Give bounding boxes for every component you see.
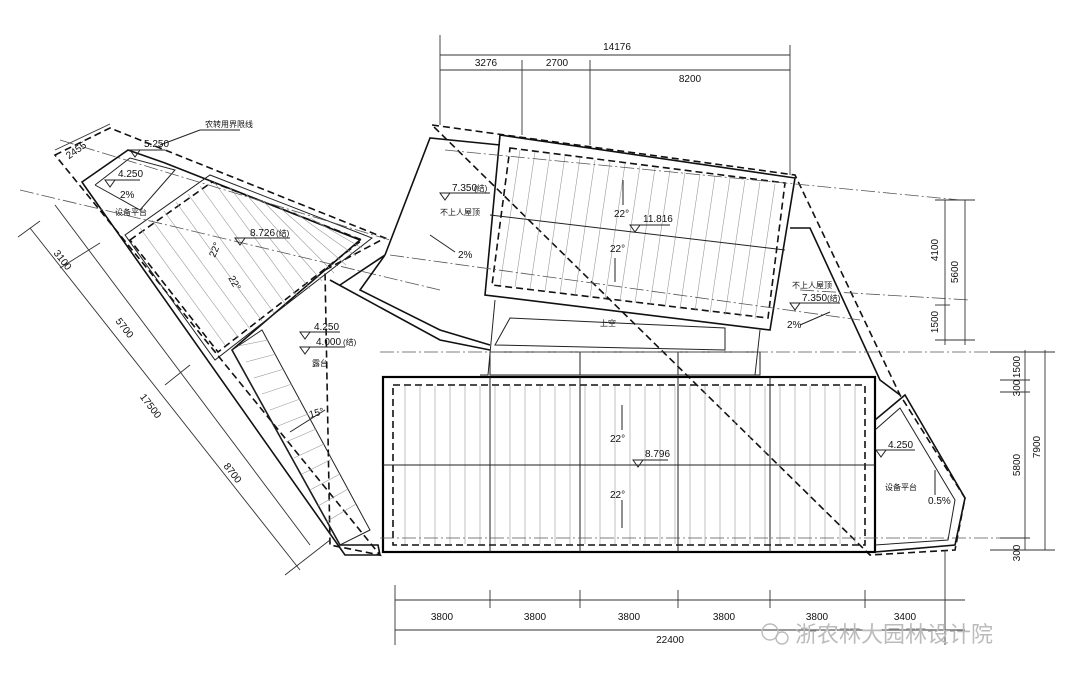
labels: 农转用界限线 5.250 4.250 2% 设备平台 22° 22° 8.726… [115, 119, 951, 507]
label-equip-left: 设备平台 [115, 207, 147, 217]
level-marker-4250-mid [299, 331, 311, 340]
level-marker-7350-b [789, 302, 801, 311]
watermark-text: 浙农林大园林设计院 [795, 623, 993, 648]
watermark: 浙农林大园林设计院 [761, 623, 993, 648]
level-markers [104, 149, 915, 468]
left-platform-edge [94, 157, 176, 211]
wechat-icon [761, 623, 779, 641]
dim-top-seg-1: 3276 [475, 58, 498, 69]
dim-right-lower-total: 7900 [1032, 435, 1043, 458]
label-no-access-a: 不上人屋顶 [440, 208, 480, 217]
label-void: 上空 [600, 318, 616, 328]
left-roof-slab [124, 174, 374, 361]
left-wing [19, 127, 441, 557]
middle-outer-wall [384, 137, 501, 256]
label-angle-22-f: 22° [610, 490, 625, 501]
dim-left-seg-2: 3100 [51, 248, 74, 273]
level-marker-4250-right [875, 449, 887, 458]
label-angle-22-b: 22° [225, 274, 242, 293]
dim-top-seg-2: 2700 [546, 58, 569, 69]
label-slope-05: 0.5% [928, 496, 951, 507]
label-no-access-b: 不上人屋顶 [792, 281, 832, 290]
label-elev-4250-left: 4.250 [118, 169, 143, 180]
label-elev-7350-b: 7.350 [802, 293, 827, 304]
mid-axis-line-3 [799, 289, 971, 301]
dim-bottom-seg-2: 3800 [524, 612, 547, 623]
mid-axis-line-2 [444, 149, 961, 201]
top-roof-eave [491, 147, 786, 319]
label-elev-4250-mid: 4.250 [314, 322, 339, 333]
dim-right-upper-seg-2: 1500 [930, 310, 941, 333]
label-terrace: 露台 [312, 358, 328, 368]
top-roof-slab [484, 134, 796, 331]
dim-right-upper-total: 5600 [950, 260, 961, 283]
label-slope-2-left: 2% [120, 190, 135, 201]
right-platform-inner [874, 407, 956, 546]
level-marker-8796 [632, 459, 644, 468]
label-elev-4000: 4.000 [316, 337, 341, 348]
right-platform-outline [874, 393, 966, 553]
top-roof-ridge [489, 214, 786, 251]
label-elev-7350-b-note: (结) [827, 293, 841, 303]
mid-axis-line [389, 254, 861, 321]
dim-right-lower-seg-2: 300 [1012, 379, 1023, 396]
label-elev-4250-right: 4.250 [888, 440, 913, 451]
middle-link-wall-2 [329, 279, 491, 351]
left-dimensions: 2455 3100 5700 17500 8700 [17, 123, 331, 576]
level-marker-4250-left [104, 179, 116, 188]
void-area [494, 317, 726, 351]
left-axis-line [19, 189, 441, 291]
label-slope-2-mid: 2% [458, 250, 473, 261]
dim-right-upper-seg-1: 4100 [930, 238, 941, 261]
label-elev-7350-a: 7.350 [452, 183, 477, 194]
left-roof-hatch [139, 181, 363, 346]
label-slope-2-right: 2% [787, 320, 802, 331]
middle-building [329, 123, 971, 556]
label-ridge-11816: 11.816 [643, 214, 673, 225]
dim-bottom-seg-1: 3800 [431, 612, 454, 623]
dim-bottom-total: 22400 [656, 635, 684, 646]
dim-top-seg-3: 8200 [679, 74, 702, 85]
bottom-roof [380, 180, 1000, 554]
dim-right-lower-seg-1: 1500 [1012, 355, 1023, 378]
dim-bottom-seg-5: 3800 [806, 612, 829, 623]
level-marker-4000 [299, 346, 311, 355]
bottom-dimensions: 3800 3800 3800 3800 3800 3400 22400 [394, 550, 965, 646]
label-angle-22-c: 22° [614, 209, 629, 220]
label-boundary-note: 农转用界限线 [205, 119, 253, 129]
ramp-strip [231, 329, 371, 546]
ramp-hatch [237, 339, 357, 523]
label-ridge-8726-note: (结) [276, 228, 290, 238]
top-roof-hatch [499, 149, 776, 320]
dim-right-lower-seg-3: 5800 [1012, 453, 1023, 476]
label-angle-15: 15° [308, 406, 325, 421]
left-axis-line-2 [59, 139, 391, 241]
dim-left-seg-1: 2455 [64, 140, 89, 162]
left-roof-eave [128, 181, 364, 354]
right-dimensions: 4100 1500 5600 1500 300 5800 300 7900 [930, 199, 1055, 561]
label-equip-right: 设备平台 [885, 482, 917, 492]
label-angle-22-d: 22° [610, 244, 625, 255]
dim-top-total: 14176 [603, 42, 631, 53]
top-dimensions: 14176 3276 2700 8200 [439, 35, 791, 175]
label-ridge-8796: 8.796 [645, 449, 670, 460]
label-angle-22-e: 22° [610, 434, 625, 445]
dim-bottom-seg-3: 3800 [618, 612, 641, 623]
label-angle-22-a: 22° [208, 241, 224, 259]
dim-bottom-seg-4: 3800 [713, 612, 736, 623]
label-elev-7350-a-note: (结) [474, 183, 488, 193]
dim-bottom-seg-6: 3400 [894, 612, 917, 623]
level-marker-7350-a [439, 192, 451, 201]
void-frame [489, 351, 761, 376]
dim-left-total: 17500 [137, 392, 163, 421]
dim-right-lower-seg-4: 300 [1012, 544, 1023, 561]
level-marker-11816 [629, 224, 641, 233]
label-elev-4000-note: (结) [343, 337, 357, 347]
label-elev-5250: 5.250 [144, 139, 169, 150]
middle-link-wall [339, 254, 491, 346]
middle-right-wall [790, 227, 901, 396]
support-left [480, 299, 496, 376]
label-ridge-8726: 8.726 [250, 228, 275, 239]
